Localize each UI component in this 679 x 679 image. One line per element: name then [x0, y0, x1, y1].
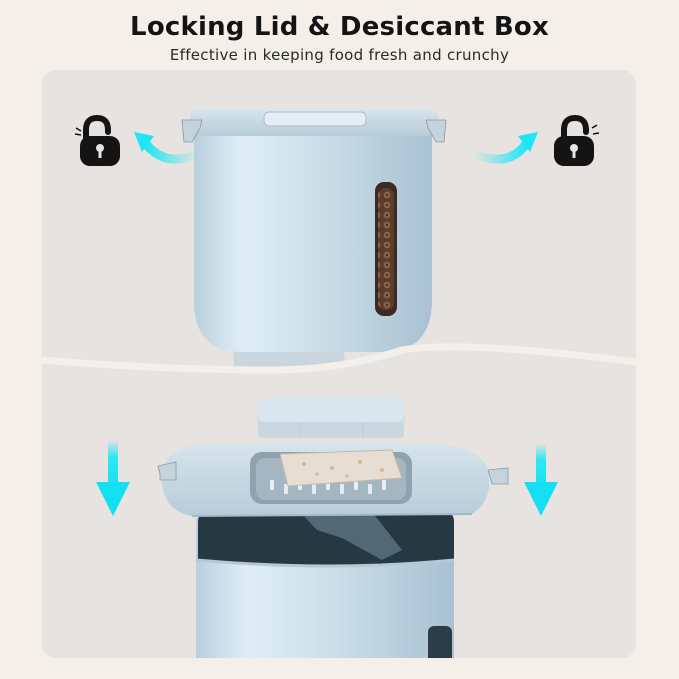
assembled-container — [181, 110, 447, 352]
curved-arrow-right-icon — [475, 132, 538, 164]
product-illustration — [42, 110, 636, 658]
wave-divider — [42, 343, 636, 374]
unlocked-padlock-icon — [554, 114, 600, 166]
lid-with-desiccant-tray — [157, 444, 509, 517]
desiccant-packet — [279, 449, 403, 487]
curved-arrow-left-icon — [134, 132, 197, 164]
arrow-down-icon — [96, 440, 130, 516]
page-title: Locking Lid & Desiccant Box — [130, 12, 549, 42]
arrow-down-icon — [524, 444, 558, 516]
unlocked-padlock-icon — [74, 114, 120, 166]
container-body — [195, 510, 455, 658]
page-subtitle: Effective in keeping food fresh and crun… — [169, 46, 510, 64]
desiccant-cover — [257, 398, 405, 438]
product-panel — [42, 70, 636, 658]
